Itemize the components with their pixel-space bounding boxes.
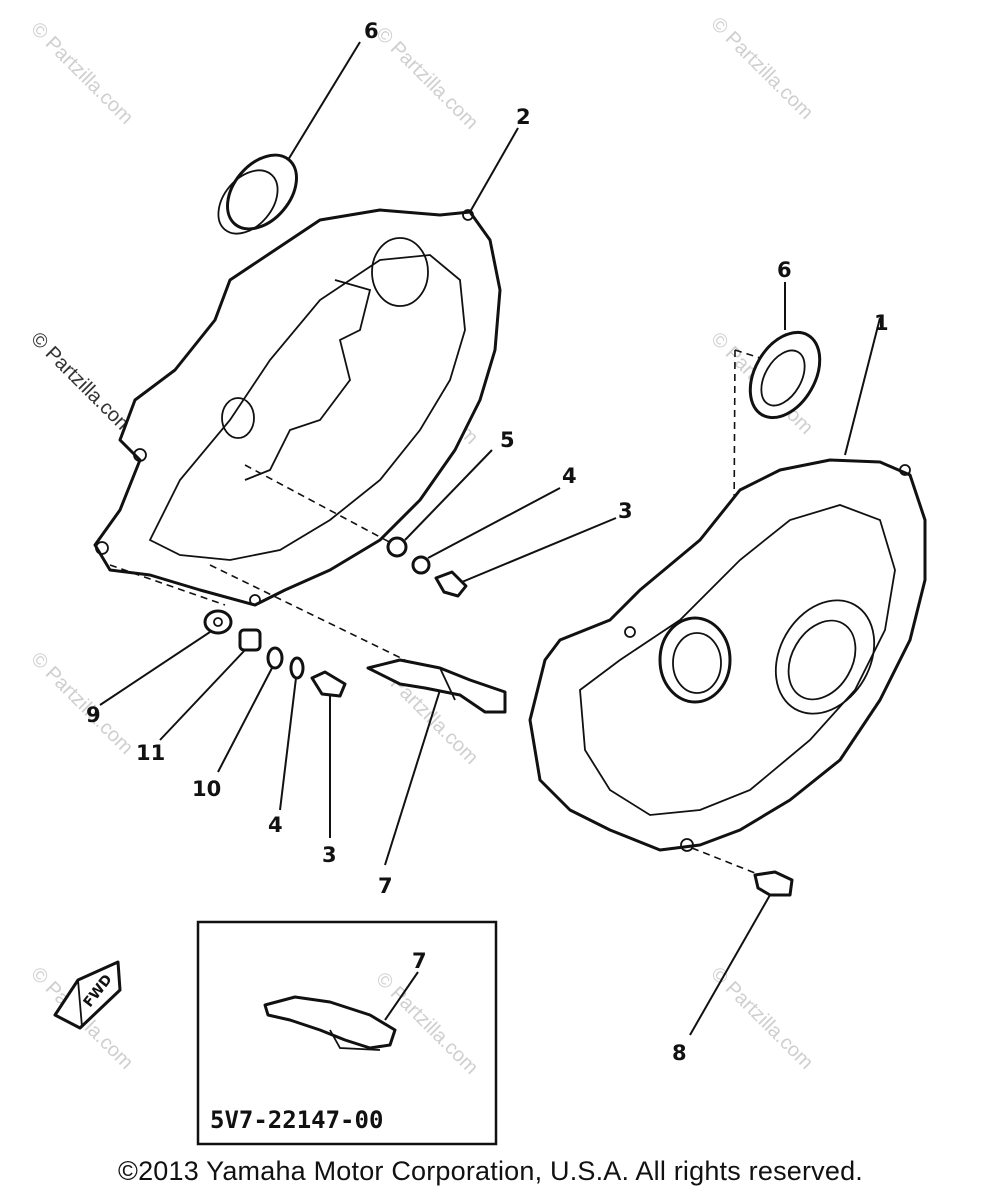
watermark: © Partzilla.com — [26, 18, 137, 129]
assembly-line — [244, 464, 396, 546]
callout-10: 10 — [192, 777, 221, 801]
assembly-line — [109, 564, 226, 606]
callout-11: 11 — [136, 741, 165, 765]
copyright-notice: ©2013 Yamaha Motor Corporation, U.S.A. A… — [117, 1156, 864, 1186]
part-4-lockwasher-right — [411, 487, 561, 575]
assembly-line — [209, 564, 406, 661]
callout-8: 8 — [672, 1041, 687, 1065]
part-5-washer — [386, 449, 493, 558]
watermark: © Partzilla.com — [26, 648, 137, 759]
callout-2: 2 — [516, 105, 531, 129]
part-2-inner-cover — [93, 127, 519, 607]
callout-3-right: 3 — [618, 499, 633, 523]
callout-7: 7 — [378, 874, 393, 898]
watermark: © Partzilla.com — [371, 23, 482, 134]
part-8-bolt — [689, 870, 794, 1036]
callout-4-right: 4 — [562, 464, 577, 488]
callouts: 6 2 6 1 5 4 3 9 11 10 4 3 7 7 8 — [86, 19, 889, 1065]
inset-part-number: 5V7-22147-00 — [210, 1106, 383, 1134]
callout-7-inset: 7 — [412, 949, 427, 973]
part-3-bolt-bottom — [310, 670, 347, 838]
part-3-bolt-right — [434, 517, 617, 598]
part-1-outer-cover — [528, 317, 927, 876]
part-10-washer — [217, 646, 284, 773]
callout-4-bottom: 4 — [268, 813, 283, 837]
callout-5: 5 — [500, 428, 515, 452]
part-7-guide — [366, 658, 507, 866]
watermark: © Partzilla.com — [26, 328, 137, 439]
watermark: © Partzilla.com — [706, 963, 817, 1074]
callout-1: 1 — [874, 311, 889, 335]
part-6-cap-top — [217, 41, 361, 235]
watermark: © Partzilla.com — [371, 968, 482, 1079]
callout-9: 9 — [86, 703, 101, 727]
callout-3-bottom: 3 — [322, 843, 337, 867]
part-9-nut — [99, 609, 233, 706]
callout-6-top: 6 — [364, 19, 379, 43]
inset-box — [196, 920, 498, 1146]
part-4-lockwasher-bottom — [279, 656, 305, 811]
callout-6-right: 6 — [777, 258, 792, 282]
part-11-collar — [159, 628, 262, 741]
watermark: © Partzilla.com — [706, 13, 817, 124]
